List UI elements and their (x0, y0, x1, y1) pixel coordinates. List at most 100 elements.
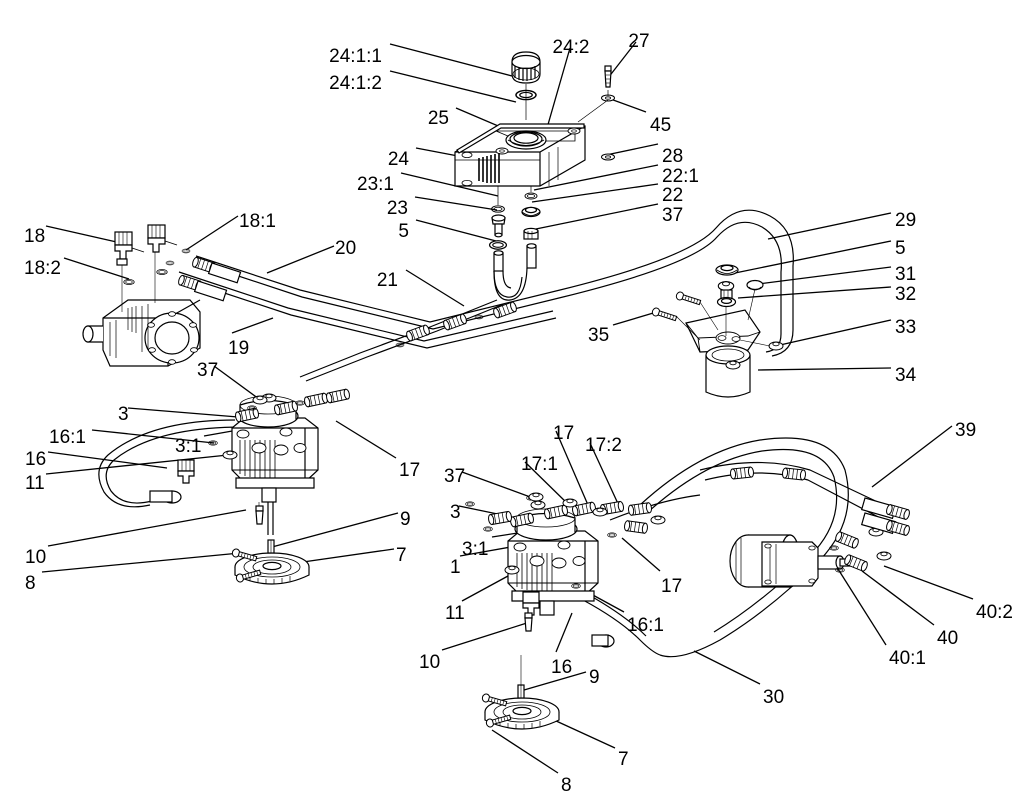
leader-line-37 (213, 365, 260, 400)
part-callout-3-1: 3:1 (462, 539, 489, 560)
part-callout-23: 23 (386, 198, 408, 219)
part-callout-32: 32 (895, 284, 917, 305)
part-callout-7: 7 (618, 749, 629, 770)
part-callout-18: 18 (24, 226, 46, 247)
part-callout-18-1: 18:1 (239, 211, 276, 232)
leader-line-11 (461, 575, 509, 602)
part-callout-10: 10 (419, 652, 441, 673)
reservoir-cap (511, 51, 541, 84)
leader-line-18-1 (185, 215, 239, 251)
part-callout-25: 25 (427, 108, 449, 129)
part-callout-24-1-2: 24:1:2 (329, 73, 382, 94)
part-callout-37: 37 (197, 360, 219, 381)
part-callout-34: 34 (895, 365, 917, 386)
part-callout-8: 8 (561, 775, 572, 796)
part-callout-22: 22 (662, 185, 684, 206)
part-callout-9: 9 (589, 667, 600, 688)
part-callout-8: 8 (25, 573, 36, 594)
part-callout-11: 11 (25, 473, 45, 494)
part-callout-17: 17 (553, 423, 575, 444)
leader-line-22-1 (533, 164, 659, 191)
part-callout-28: 28 (662, 146, 684, 167)
part-callout-33: 33 (895, 317, 917, 338)
leader-line-11 (45, 454, 229, 475)
leader-line-16 (555, 612, 573, 653)
leader-line-16-1 (91, 429, 215, 444)
part-callout-30: 30 (763, 687, 785, 708)
tank-right-outlet (493, 186, 541, 301)
hydraulic-hoses (98, 209, 885, 658)
filter-assembly (650, 264, 784, 398)
elbow-fitting-18-b (147, 224, 178, 253)
leader-line-32 (737, 286, 892, 299)
leader-line-28 (605, 143, 659, 156)
leader-line-33 (779, 319, 892, 346)
part-callout-18-2: 18:2 (24, 258, 61, 279)
part-callout-37: 37 (444, 466, 466, 487)
leader-line-16 (47, 451, 168, 469)
leader-line-17-2 (589, 442, 621, 509)
leader-line-17-1 (524, 461, 571, 507)
leader-line-19 (231, 317, 274, 334)
leader-line-18-2 (63, 257, 130, 280)
part-callout-19: 19 (228, 338, 250, 359)
part-callout-40-2: 40:2 (976, 602, 1013, 623)
leader-line-29 (767, 212, 892, 240)
part-callout-22-1: 22:1 (662, 166, 699, 187)
leader-line-18 (45, 225, 122, 244)
leader-line-5 (734, 240, 892, 274)
leader-line-27 (607, 41, 637, 79)
bolt-10-left (255, 505, 264, 525)
center-pump-assembly (465, 492, 666, 730)
part-callout-23-1: 23:1 (357, 174, 394, 195)
part-callout-20: 20 (335, 238, 357, 259)
reservoir-tank (454, 123, 586, 187)
leader-line-7 (553, 719, 616, 749)
part-callout-17-1: 17:1 (521, 454, 558, 475)
part-callout-11: 11 (445, 603, 465, 624)
part-callout-16: 16 (551, 657, 573, 678)
leader-line-3 (127, 407, 239, 418)
leader-line-23 (414, 196, 498, 211)
part-callout-9: 9 (400, 509, 411, 530)
part-callout-3-1: 3:1 (175, 436, 202, 457)
part-callout-17: 17 (661, 576, 683, 597)
part-callout-7: 7 (396, 545, 407, 566)
part-callout-1: 1 (450, 557, 461, 578)
part-callout-21: 21 (376, 270, 398, 291)
part-callout-16-1: 16:1 (627, 615, 664, 636)
tank-bolt-27 (604, 65, 612, 88)
part-callout-29: 29 (895, 210, 917, 231)
leader-line-5 (415, 219, 497, 242)
fitting-16-left (177, 459, 195, 484)
leader-line-23-1 (400, 172, 499, 197)
part-callout-24: 24 (387, 149, 409, 170)
leader-line-17 (555, 430, 589, 506)
leader-line-8 (491, 729, 559, 774)
leader-line-20 (266, 245, 335, 274)
part-callout-45: 45 (650, 115, 672, 136)
part-callout-40-1: 40:1 (889, 648, 926, 669)
left-wheel-motor (82, 224, 242, 367)
part-callout-17-2: 17:2 (585, 435, 622, 456)
hose-ferrule (176, 256, 242, 302)
right-wheel-motor (729, 497, 912, 588)
fitting-16-center (522, 591, 540, 616)
leader-line-17 (621, 537, 661, 572)
leader-line-40-2 (883, 565, 974, 600)
part-callout-31: 31 (895, 264, 917, 285)
leader-line-30 (693, 650, 761, 685)
bolt-10-center (524, 612, 533, 632)
part-callout-39: 39 (955, 420, 977, 441)
part-callout-5: 5 (895, 238, 906, 259)
leader-line-24-1-2 (389, 70, 517, 103)
part-callout-35: 35 (588, 325, 610, 346)
leader-line-22 (531, 183, 659, 203)
part-callout-24-1-1: 24:1:1 (329, 46, 382, 67)
tank-left-outlet (488, 186, 523, 298)
part-callout-16-1: 16:1 (49, 427, 86, 448)
part-callout-3: 3 (118, 404, 129, 425)
pulley-7-center (484, 655, 560, 730)
